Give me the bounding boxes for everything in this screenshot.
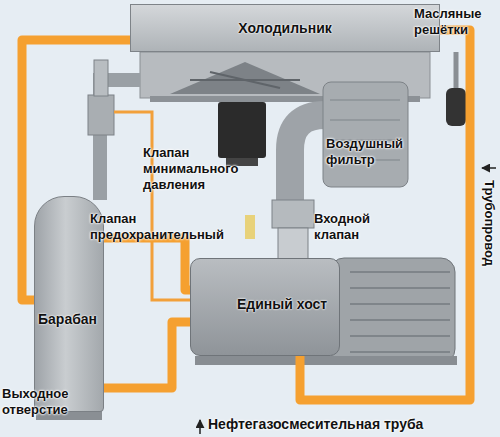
oil-filter-pipe: [454, 52, 459, 88]
compressor-block: Единый хост: [190, 258, 340, 356]
motor-rib: [350, 335, 450, 337]
min-pressure-valve: [88, 95, 114, 135]
compressor-base: [195, 356, 457, 365]
node-text: Барабан: [38, 311, 103, 327]
valve-cap: [94, 60, 108, 96]
intake-elbow: [290, 115, 325, 205]
motor-rib: [350, 319, 450, 321]
motor-rib: [350, 271, 450, 273]
thin-oil-line: [114, 112, 190, 300]
motor: [330, 258, 455, 363]
motor-rib: [350, 287, 450, 289]
part-label: Входной клапан: [314, 211, 376, 243]
node-text: Единый хост: [237, 296, 339, 312]
part-label: Нефтегазосмесительная труба: [208, 416, 498, 432]
inlet-valve: [272, 200, 314, 228]
pointer-arrow: [482, 167, 496, 169]
filter-rib: [330, 100, 400, 101]
air-filter: [323, 82, 408, 187]
cooler-fan: [170, 62, 320, 94]
fan-blade: [210, 72, 280, 88]
sensor: [245, 215, 255, 239]
motor-rib: [350, 303, 450, 305]
part-label: Выходное отверстие: [2, 386, 86, 418]
pointer-arrow: [199, 420, 201, 434]
part-label: Трубопровод: [481, 180, 497, 266]
motor-rib: [350, 351, 450, 353]
cooler-box: Холодильник: [130, 4, 440, 52]
oil-pipe: [104, 322, 190, 388]
oil-filter: [446, 88, 466, 126]
part-label: Воздушный фильтр: [326, 136, 408, 168]
node-text: Холодильник: [131, 5, 439, 51]
part-label: Клапан предохранительный: [90, 211, 218, 243]
fan-motor: [218, 102, 266, 158]
inlet-valve-body: [278, 228, 308, 260]
part-label: Клапан минимального давления: [143, 145, 251, 193]
filter-rib: [330, 120, 400, 121]
part-label: Масляные решётки: [414, 6, 500, 38]
oil-pipe: [104, 238, 190, 290]
